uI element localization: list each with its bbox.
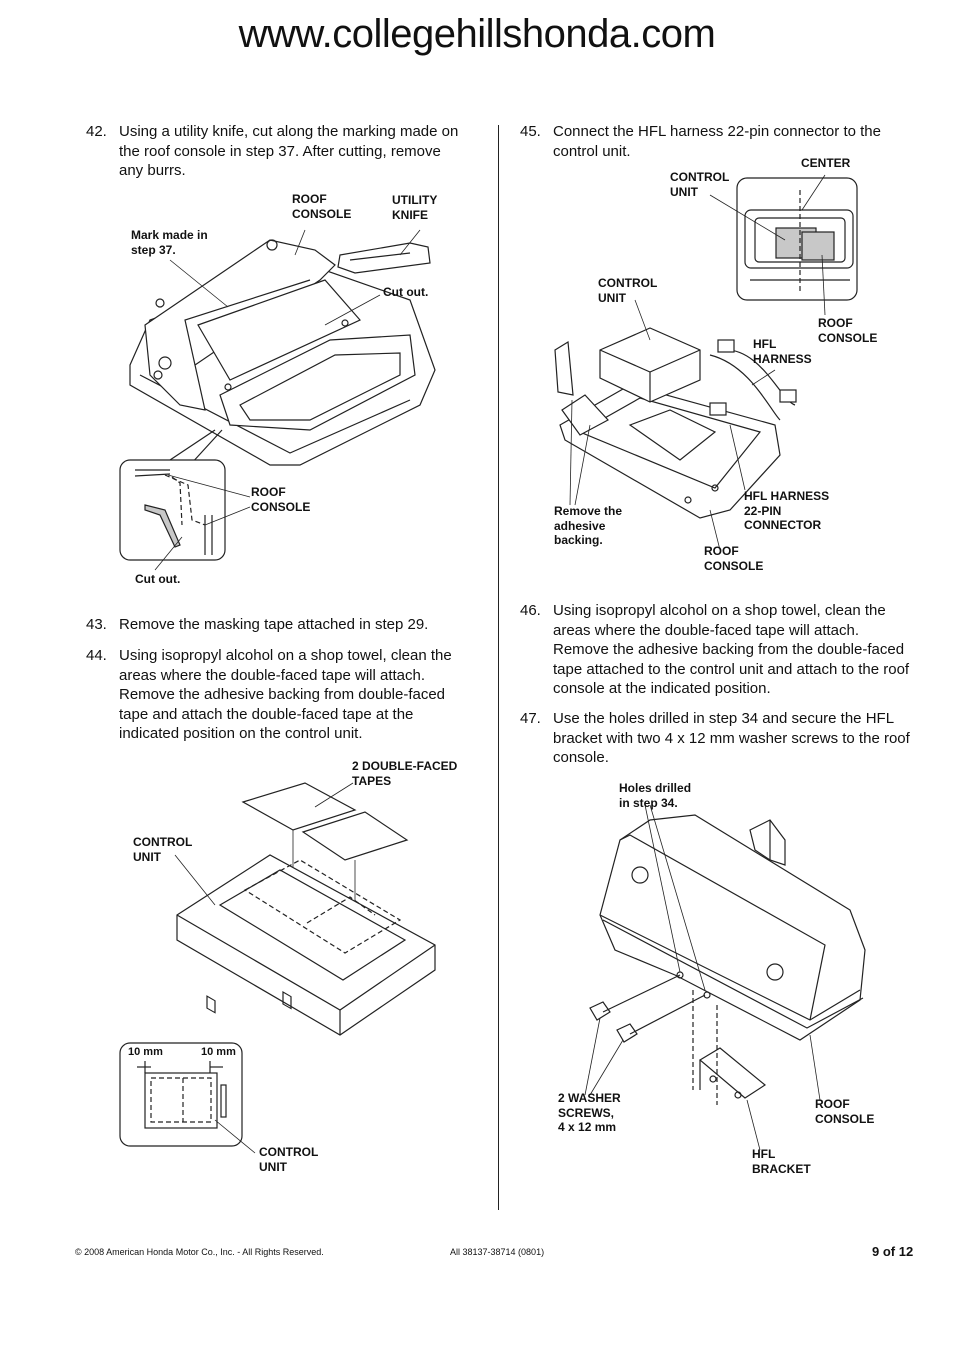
footer-doc-id: All 38137-38714 (0801) bbox=[450, 1247, 545, 1257]
step-text: Remove the masking tape attached in step… bbox=[119, 616, 429, 633]
step-number: 45. bbox=[520, 123, 541, 140]
label-control-unit: CONTROL UNIT bbox=[133, 835, 193, 864]
label-dim-left: 10 mm bbox=[128, 1046, 163, 1058]
step-text: Using isopropyl alcohol on a shop towel,… bbox=[553, 602, 910, 697]
label-dim-right: 10 mm bbox=[201, 1046, 236, 1058]
footer-copyright: © 2008 American Honda Motor Co., Inc. - … bbox=[75, 1247, 324, 1257]
label-control-unit-inset: CONTROL UNIT bbox=[259, 1145, 319, 1174]
step-number: 43. bbox=[86, 616, 107, 633]
label-center: CENTER bbox=[801, 156, 851, 170]
label-roof-console-main: ROOF CONSOLE bbox=[704, 544, 764, 573]
step-number: 46. bbox=[520, 602, 541, 619]
label-double-faced-tapes: 2 DOUBLE-FACED TAPES bbox=[352, 759, 458, 788]
step-text: Using a utility knife, cut along the mar… bbox=[119, 123, 459, 179]
bracket-mounting-illustration bbox=[584, 804, 866, 1151]
label-roof-console: ROOF CONSOLE bbox=[292, 192, 352, 221]
label-mark-made: Mark made in step 37. bbox=[131, 228, 208, 257]
step-number: 44. bbox=[86, 647, 107, 664]
label-hfl-harness: HFL HARNESS bbox=[753, 337, 812, 366]
page-number: 9 of 12 bbox=[872, 1244, 914, 1259]
website-header: www.collegehillshonda.com bbox=[238, 12, 716, 56]
label-hfl-bracket: HFL BRACKET bbox=[752, 1147, 811, 1176]
roof-console-cut-illustration bbox=[119, 229, 436, 571]
control-unit-tape-illustration bbox=[119, 782, 436, 1154]
label-cut-out-inset: Cut out. bbox=[135, 572, 181, 586]
step-number: 42. bbox=[86, 123, 107, 140]
label-cut-out: Cut out. bbox=[383, 285, 429, 299]
label-remove-backing: Remove the adhesive backing. bbox=[554, 504, 623, 547]
label-hfl-connector: HFL HARNESS 22-PIN CONNECTOR bbox=[744, 489, 830, 532]
column-divider bbox=[498, 125, 499, 1210]
label-roof-console-inset: ROOF CONSOLE bbox=[251, 485, 311, 514]
step-text: Connect the HFL harness 22-pin connector… bbox=[553, 123, 881, 160]
step-number: 47. bbox=[520, 710, 541, 727]
harness-connection-illustration bbox=[554, 174, 858, 551]
label-utility-knife: UTILITY KNIFE bbox=[392, 193, 438, 222]
label-washer-screws: 2 WASHER SCREWS, 4 x 12 mm bbox=[558, 1091, 621, 1134]
label-control-unit-main: CONTROL UNIT bbox=[598, 276, 658, 305]
step-text: Use the holes drilled in step 34 and sec… bbox=[553, 710, 910, 766]
label-roof-console: ROOF CONSOLE bbox=[815, 1097, 875, 1126]
step-text: Using isopropyl alcohol on a shop towel,… bbox=[119, 647, 452, 742]
label-control-unit-top: CONTROL UNIT bbox=[670, 170, 730, 199]
label-roof-console-top: ROOF CONSOLE bbox=[818, 316, 878, 345]
label-holes-drilled: Holes drilled in step 34. bbox=[619, 781, 692, 810]
